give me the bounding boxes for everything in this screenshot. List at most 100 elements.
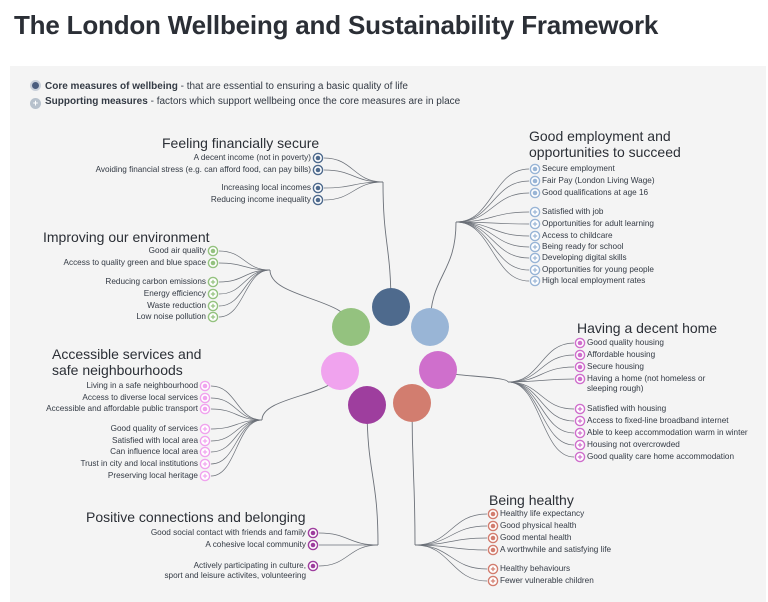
services-branch-line bbox=[210, 419, 263, 477]
supporting-dot-icon bbox=[529, 252, 541, 264]
employment-measure-item: Opportunities for young people bbox=[542, 265, 654, 274]
plus-dot-icon: + bbox=[30, 98, 41, 109]
home-measure-item: Able to keep accommodation warm in winte… bbox=[587, 428, 748, 437]
measure-dots bbox=[199, 152, 586, 587]
financial-domain-circle bbox=[372, 288, 410, 326]
financial-measure-item: Avoiding financial stress (e.g. can affo… bbox=[95, 165, 311, 174]
healthy-measure-item: A worthwhile and satisfying life bbox=[500, 545, 612, 554]
financial-branch-line bbox=[323, 181, 384, 201]
healthy-measure-item: Healthy life expectancy bbox=[500, 509, 585, 518]
supporting-dot-icon bbox=[529, 241, 541, 253]
core-dot-icon bbox=[30, 80, 41, 91]
environment-branch-line bbox=[218, 269, 271, 295]
page-title: The London Wellbeing and Sustainability … bbox=[14, 10, 659, 40]
legend-supporting-text: - factors which support wellbeing once t… bbox=[147, 96, 461, 107]
connections-measure-label: Actively participating in culture, bbox=[193, 561, 306, 570]
home-measure-item: Good quality care home accommodation bbox=[587, 452, 734, 461]
healthy-heading: Being healthy bbox=[489, 492, 574, 508]
core-dot-icon bbox=[307, 539, 319, 551]
home-branch-line bbox=[507, 342, 575, 383]
home-measure-label-cont: sleeping rough) bbox=[587, 384, 644, 393]
environment-measure-item: Reducing carbon emissions bbox=[105, 277, 206, 286]
services-branch-line bbox=[210, 397, 263, 421]
services-measure-item: Satisfied with local area bbox=[111, 436, 198, 445]
connections-branch-line bbox=[318, 544, 379, 567]
supporting-dot-icon bbox=[574, 415, 586, 427]
healthy-measure-item: Good physical health bbox=[500, 521, 577, 530]
legend-core-text: - that are essential to ensuring a basic… bbox=[177, 81, 408, 92]
connector-lines bbox=[210, 157, 575, 582]
services-branch-line bbox=[210, 419, 263, 442]
employment-branch-line bbox=[455, 168, 530, 223]
connections-domain-circle bbox=[348, 386, 386, 424]
diagram-panel bbox=[10, 66, 766, 602]
environment-branch-line bbox=[218, 269, 271, 318]
healthy-branch-line bbox=[414, 544, 488, 570]
home-branch-line bbox=[507, 381, 575, 458]
environment-branch-line bbox=[218, 269, 271, 307]
supporting-dot-icon bbox=[199, 458, 211, 470]
home-branch-line bbox=[507, 381, 575, 410]
healthy-branch-line bbox=[414, 537, 488, 546]
home-measure-item: Housing not overcrowded bbox=[587, 440, 680, 449]
environment-measure-item: Access to quality green and blue space bbox=[63, 258, 206, 267]
supporting-dot-icon bbox=[529, 230, 541, 242]
financial-measure-item: Reducing income inequality bbox=[210, 195, 311, 204]
core-dot-icon bbox=[312, 164, 324, 176]
supporting-dot-icon bbox=[207, 288, 219, 300]
employment-measure-item: High local employment rates bbox=[542, 276, 646, 285]
employment-branch-line bbox=[455, 192, 530, 223]
home-branch-line bbox=[507, 381, 575, 434]
supporting-dot-icon bbox=[487, 563, 499, 575]
financial-measure-item: Increasing local incomes bbox=[221, 183, 311, 192]
supporting-dot-icon bbox=[574, 403, 586, 415]
core-dot-icon bbox=[574, 373, 586, 385]
environment-measure-item: Energy efficiency bbox=[143, 289, 206, 298]
core-dot-icon bbox=[207, 257, 219, 269]
home-branch-line bbox=[507, 354, 575, 383]
supporting-dot-icon bbox=[574, 427, 586, 439]
healthy-branch-line bbox=[414, 525, 488, 546]
supporting-dot-icon bbox=[487, 575, 499, 587]
core-dot-icon bbox=[487, 532, 499, 544]
core-dot-icon bbox=[487, 544, 499, 556]
healthy-branch-line bbox=[414, 544, 488, 582]
services-branch-line bbox=[210, 419, 263, 465]
legend-core: Core measures of wellbeing - that are es… bbox=[30, 80, 408, 92]
core-dot-icon bbox=[199, 392, 211, 404]
employment-heading: Good employment and bbox=[529, 128, 671, 144]
employment-measure-item: Satisfied with job bbox=[542, 207, 604, 216]
legend-supporting-title: Supporting measures bbox=[45, 96, 148, 107]
employment-measure-item: Opportunities for adult learning bbox=[542, 219, 654, 228]
home-measure-item: Access to fixed-line broadband internet bbox=[587, 416, 729, 425]
connections-measure-item: Actively participating in culture,sport … bbox=[164, 561, 306, 581]
healthy-domain-circle bbox=[393, 384, 431, 422]
financial-branch-line bbox=[323, 157, 384, 183]
legend-supporting: + Supporting measures - factors which sup… bbox=[30, 96, 460, 109]
supporting-dot-icon bbox=[207, 276, 219, 288]
connections-measure-item: A cohesive local community bbox=[205, 540, 306, 549]
supporting-dot-icon bbox=[529, 218, 541, 230]
environment-measure-item: Good air quality bbox=[148, 246, 206, 255]
core-dot-icon bbox=[199, 380, 211, 392]
environment-domain-circle bbox=[332, 308, 370, 346]
home-measure-item: Satisfied with housing bbox=[587, 404, 667, 413]
home-branch-line bbox=[507, 378, 575, 383]
services-measure-item: Trust in city and local institutions bbox=[80, 459, 198, 468]
services-measure-item: Living in a safe neighbourhood bbox=[86, 381, 198, 390]
home-measure-label: Having a home (not homeless or bbox=[587, 374, 706, 383]
services-branch-line bbox=[210, 408, 263, 421]
core-dot-icon bbox=[312, 152, 324, 164]
healthy-branch-line bbox=[414, 513, 488, 546]
employment-domain-circle bbox=[411, 308, 449, 346]
core-dot-icon bbox=[574, 349, 586, 361]
home-branch-line bbox=[507, 381, 575, 422]
financial-measure-item: A decent income (not in poverty) bbox=[193, 153, 311, 162]
supporting-dot-icon bbox=[199, 435, 211, 447]
employment-branch-line bbox=[455, 221, 530, 282]
supporting-dot-icon bbox=[199, 423, 211, 435]
home-heading: Having a decent home bbox=[577, 320, 718, 336]
employment-branch-line bbox=[455, 221, 530, 248]
